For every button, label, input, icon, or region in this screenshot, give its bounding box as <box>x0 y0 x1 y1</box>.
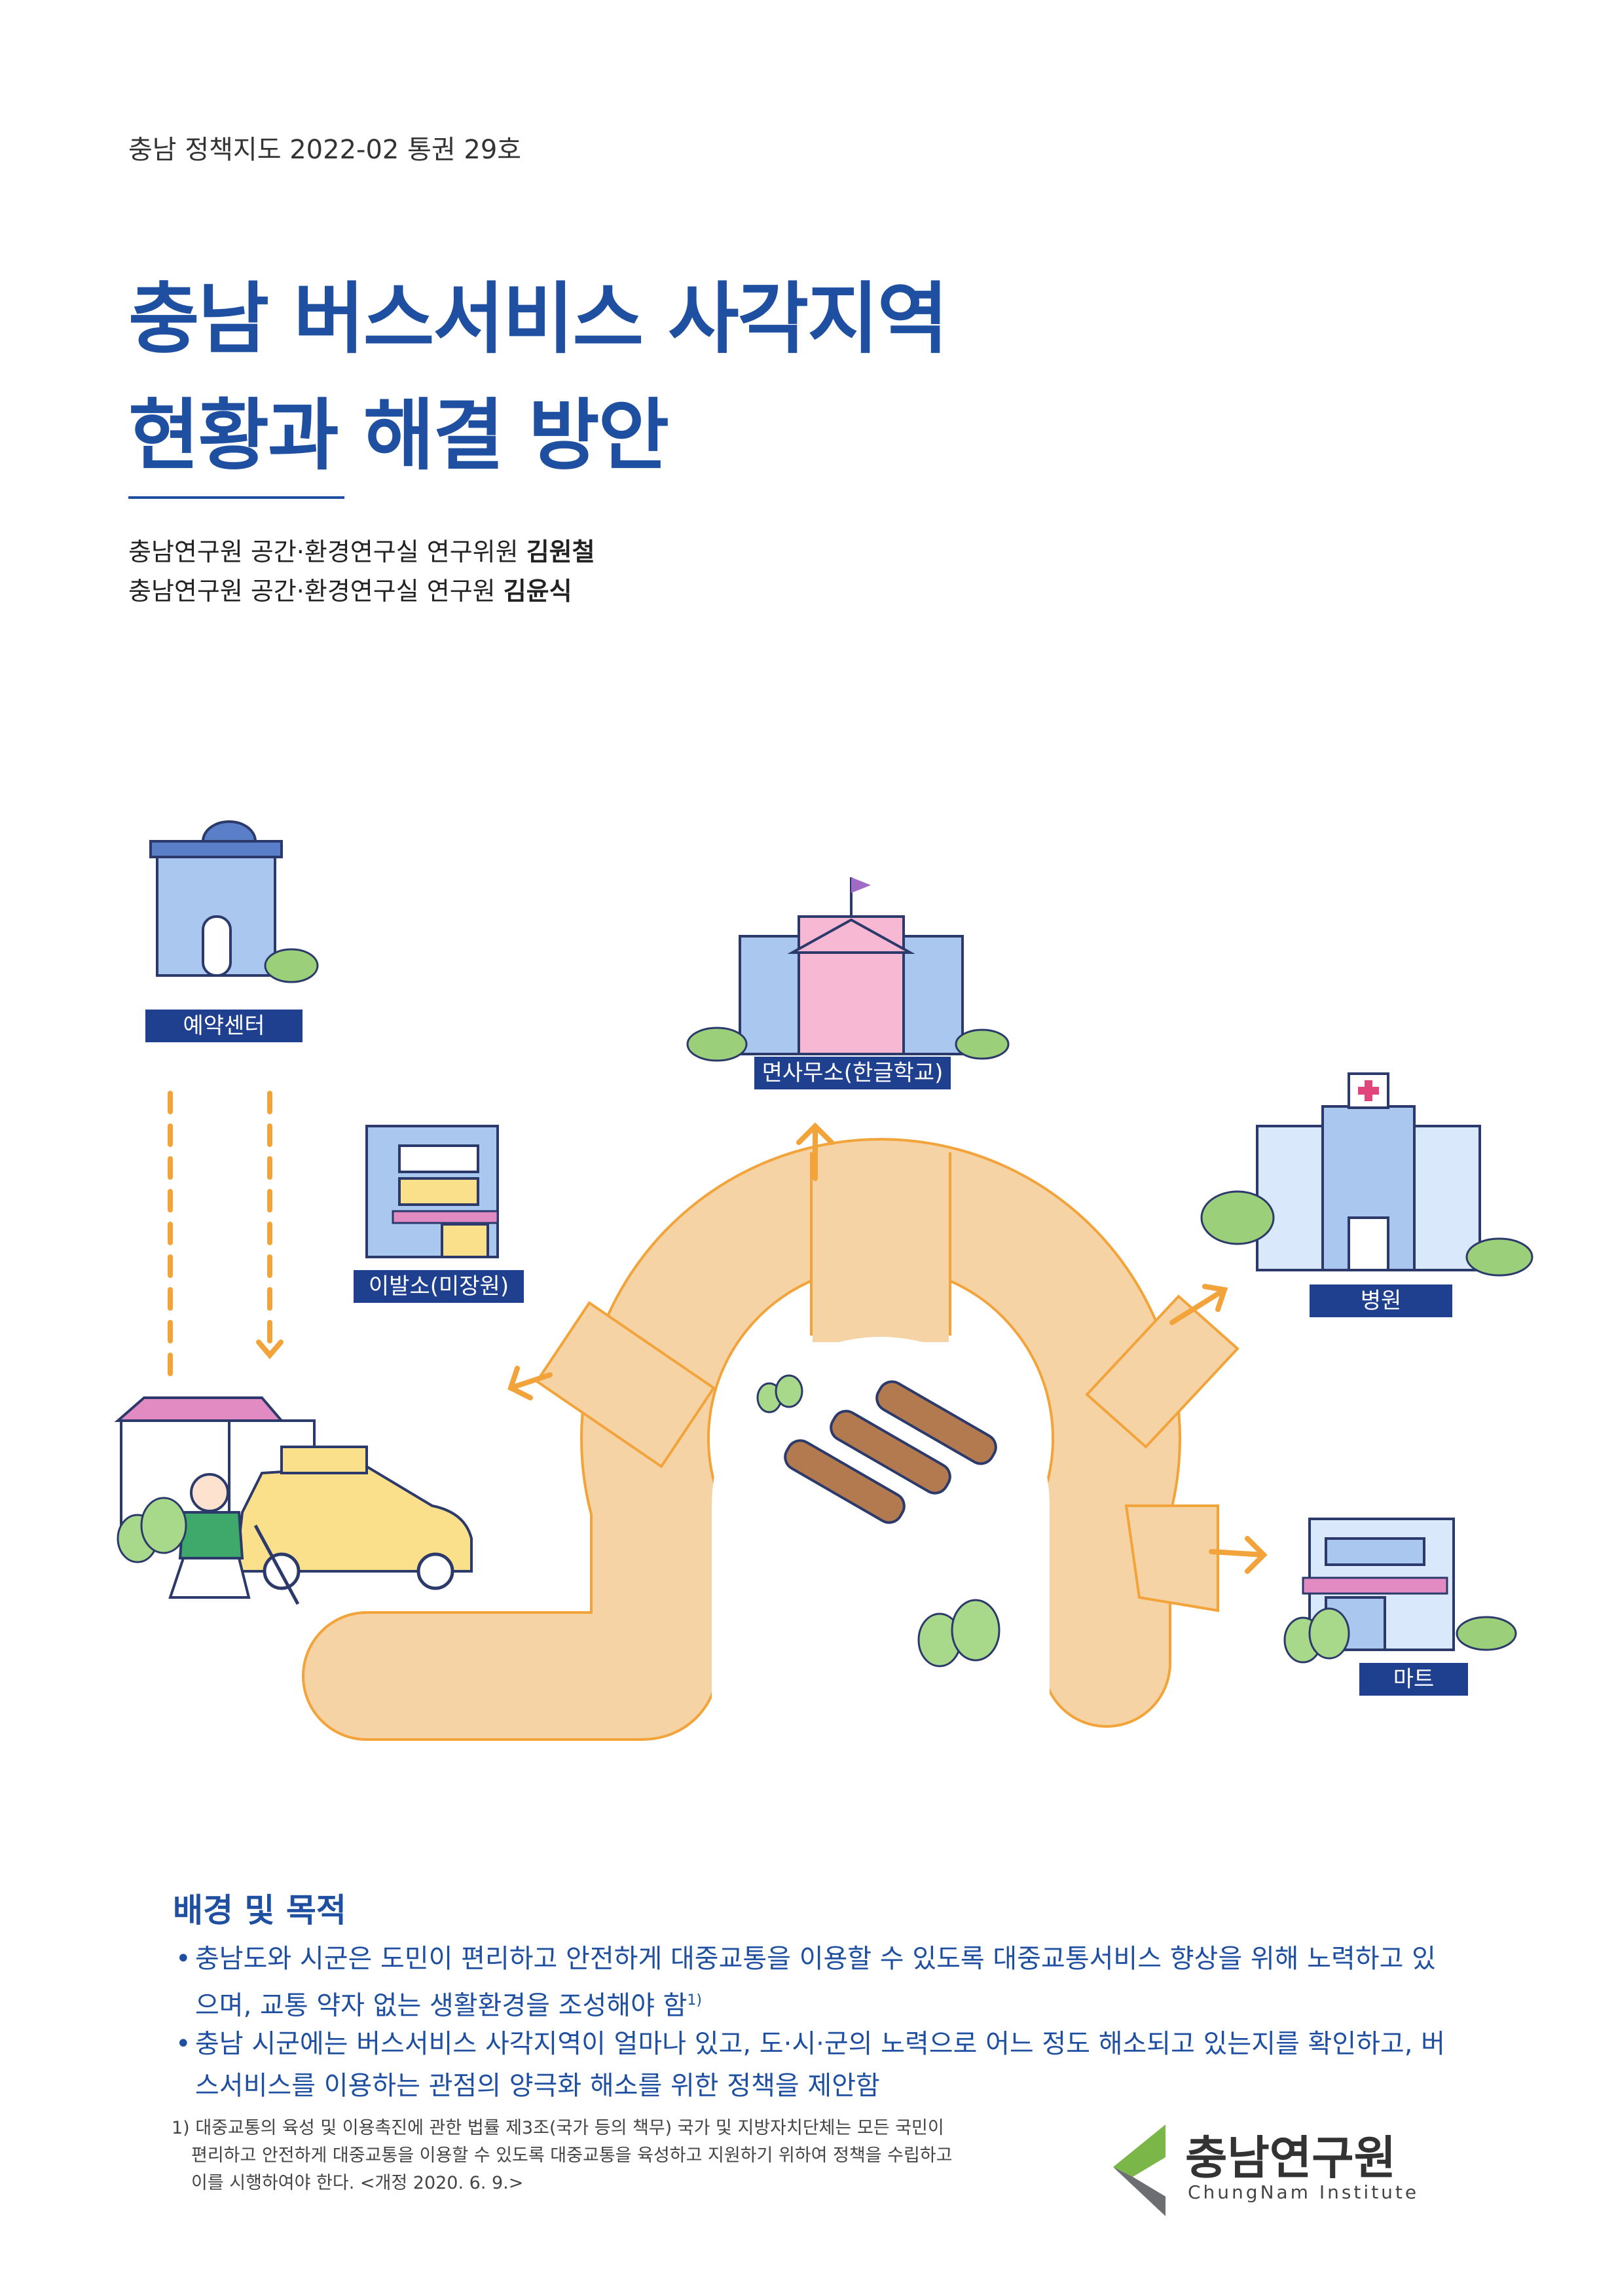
author-line-2: 충남연구원 공간·환경연구실 연구원 김윤식 <box>128 571 572 607</box>
author-affiliation: 충남연구원 공간·환경연구실 연구원 <box>128 577 504 606</box>
taxi-car <box>234 1446 473 1590</box>
barber-shop-building <box>365 1125 499 1258</box>
bullet-dot-icon: • <box>175 2029 191 2059</box>
bullet-text: 충남도와 시군은 도민이 편리하고 안전하게 대중교통을 이용할 수 있도록 대… <box>195 1944 1436 2021</box>
institute-logo: 충남연구원 ChungNam Institute <box>1107 2121 1473 2219</box>
trees <box>117 1374 1350 1667</box>
author-line-1: 충남연구원 공간·환경연구실 연구위원 김원철 <box>128 532 595 568</box>
elderly-person <box>168 1473 300 1605</box>
label-hospital: 병원 <box>1310 1285 1452 1317</box>
arrows <box>168 1091 1268 1574</box>
footnote-line-1: 대중교통의 육성 및 이용촉진에 관한 법률 제3조(국가 등의 책무) 국가 … <box>195 2118 944 2138</box>
hospital-building <box>1200 1072 1533 1277</box>
footnote-line-2: 편리하고 안전하게 대중교통을 이용할 수 있도록 대중교통을 육성하고 지원하… <box>191 2145 953 2166</box>
footnote-line-3: 이를 시행하여야 한다. <개정 2020. 6. 9.> <box>191 2173 524 2193</box>
accessibility-illustration: 예약센터 이발소(미장원) 면사무소(한글학교) 병원 마트 <box>65 812 1539 1781</box>
road <box>302 1138 1239 1781</box>
label-town-office: 면사무소(한글학교) <box>754 1057 951 1089</box>
title-line-2: 현황과 해결 방안 <box>128 390 669 481</box>
footnote-marker: 1) <box>172 2118 190 2138</box>
author-name: 김원철 <box>526 538 595 566</box>
footnote: 1) 대중교통의 육성 및 이용촉진에 관한 법률 제3조(국가 등의 책무) … <box>172 2115 1036 2197</box>
author-name: 김윤식 <box>503 577 572 606</box>
author-affiliation: 충남연구원 공간·환경연구실 연구위원 <box>128 538 526 566</box>
farm-field <box>784 1380 997 1524</box>
series-label: 충남 정책지도 2022-02 통권 29호 <box>128 135 522 165</box>
title-line-1: 충남 버스서비스 사각지역 <box>128 274 948 364</box>
footnote-ref[interactable]: 1) <box>687 1992 702 2009</box>
section-heading: 배경 및 목적 <box>173 1891 346 1929</box>
label-barber-shop: 이발소(미장원) <box>354 1270 524 1303</box>
logo-name-korean: 충남연구원 <box>1185 2131 1396 2185</box>
reservation-center-building <box>149 820 319 983</box>
bullet-dot-icon: • <box>175 1944 191 1974</box>
bullet-text: 충남 시군에는 버스서비스 사각지역이 얼마나 있고, 도·시·군의 노력으로 … <box>195 2029 1445 2101</box>
title-divider <box>128 496 344 499</box>
bullet-item: •충남도와 시군은 도민이 편리하고 안전하게 대중교통을 이용할 수 있도록 … <box>175 1938 1452 2026</box>
bullet-item: •충남 시군에는 버스서비스 사각지역이 얼마나 있고, 도·시·군의 노력으로… <box>175 2023 1452 2107</box>
logo-name-english: ChungNam Institute <box>1188 2181 1420 2203</box>
logo-mark-icon <box>1113 2124 1166 2216</box>
label-reservation-center: 예약센터 <box>145 1010 303 1042</box>
label-mart: 마트 <box>1359 1663 1468 1696</box>
mart-building <box>1302 1518 1517 1651</box>
illustration-drawing <box>114 820 1533 1781</box>
town-office-building <box>686 877 1010 1062</box>
page-title: 충남 버스서비스 사각지역 현황과 해결 방안 <box>128 261 948 494</box>
